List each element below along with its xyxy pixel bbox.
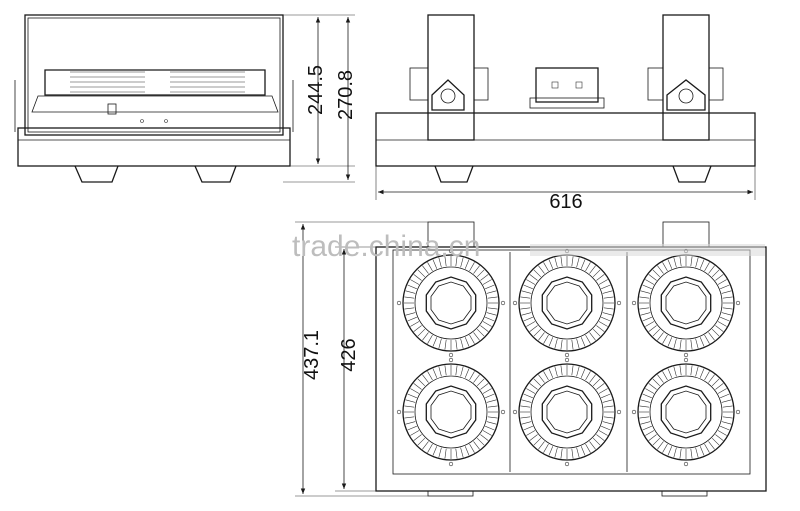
watermark-band (530, 244, 765, 256)
led-module (631, 357, 741, 467)
dim-244-5: 244.5 (305, 65, 327, 115)
dim-426: 426 (338, 338, 360, 371)
led-module (631, 248, 741, 358)
led-module (512, 357, 622, 467)
led-module (396, 248, 506, 358)
dim-616: 616 (549, 191, 582, 213)
top-view (375, 221, 767, 497)
front-dimensions: 616 (375, 166, 756, 213)
side-dimensions: 244.5 270.8 (283, 14, 357, 183)
dim-270-8: 270.8 (335, 70, 357, 120)
led-module (512, 248, 622, 358)
dim-437-1: 437.1 (301, 330, 323, 380)
led-module (396, 357, 506, 467)
watermark: trade.china.cn (292, 230, 480, 263)
front-view (375, 14, 756, 183)
side-view (14, 14, 294, 183)
side-vent-slots (70, 71, 245, 93)
led-modules (396, 248, 741, 467)
top-dimensions: 437.1 426 (295, 221, 428, 497)
